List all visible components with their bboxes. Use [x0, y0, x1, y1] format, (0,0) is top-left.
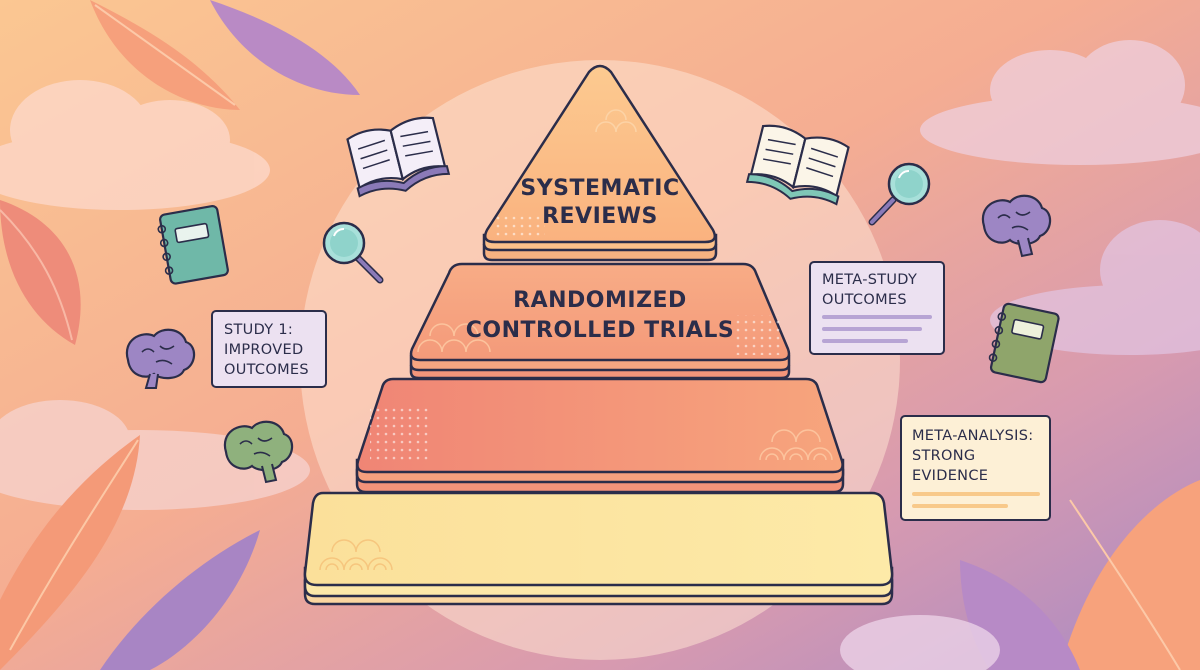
tier-top-label-line2: REVIEWS — [542, 204, 658, 229]
pyramid-tier-2: RANDOMIZED CONTROLLED TRIALS — [409, 262, 791, 380]
leaf-left-mid — [0, 200, 81, 345]
note-study-1-line1: STUDY 1: — [224, 322, 293, 338]
note-meta-analysis: META-ANALYSIS: STRONG EVIDENCE — [900, 415, 1051, 521]
open-book-icon — [745, 124, 850, 206]
dot-pattern-tier-top — [495, 212, 545, 238]
tier-top-label-line1: SYSTEMATIC — [520, 176, 679, 201]
pyramid-tier-top: SYSTEMATIC REVIEWS — [482, 64, 718, 262]
note-text-line — [822, 339, 908, 343]
note-text-line — [912, 504, 1008, 508]
note-meta-analysis-line3: EVIDENCE — [912, 468, 988, 484]
cloud-bottom-right — [840, 615, 1000, 670]
note-meta-study-line2: OUTCOMES — [822, 292, 907, 308]
open-book-icon — [346, 116, 451, 198]
dot-pattern-tier-2 — [735, 315, 783, 355]
brain-icon — [223, 420, 294, 484]
magnifying-glass-icon — [322, 221, 384, 284]
note-meta-analysis-line2: STRONG — [912, 448, 975, 464]
dot-pattern-tier-3 — [370, 405, 430, 460]
wave-pattern-tier-2 — [417, 323, 491, 353]
pyramid-tier-base — [303, 491, 894, 606]
note-text-line — [822, 315, 932, 319]
note-study-1: STUDY 1: IMPROVED OUTCOMES — [211, 310, 327, 388]
wave-pattern-tier-top — [595, 109, 637, 133]
note-meta-study-line1: META-STUDY — [822, 272, 917, 288]
note-meta-study: META-STUDY OUTCOMES — [809, 261, 945, 355]
cloud-left — [0, 80, 270, 210]
notebook-icon — [157, 205, 229, 285]
brain-icon — [981, 194, 1052, 258]
magnifying-glass-icon — [868, 162, 931, 226]
wave-pattern-base — [319, 539, 393, 571]
leaf-bottom-left — [0, 435, 260, 670]
pyramid-tier-3 — [355, 377, 845, 494]
notebook-icon — [988, 302, 1060, 384]
note-text-line — [912, 492, 1040, 496]
note-study-1-line3: OUTCOMES — [224, 362, 309, 378]
brain-icon — [125, 328, 196, 389]
note-text-line — [822, 327, 922, 331]
tier-2-label-line2: CONTROLLED TRIALS — [466, 318, 734, 343]
wave-pattern-tier-3 — [759, 429, 833, 461]
note-meta-analysis-line1: META-ANALYSIS: — [912, 428, 1033, 444]
note-study-1-line2: IMPROVED — [224, 342, 303, 358]
leaf-top-left — [90, 0, 360, 110]
cloud-right-top — [920, 40, 1200, 165]
tier-2-label-line1: RANDOMIZED — [513, 288, 687, 313]
